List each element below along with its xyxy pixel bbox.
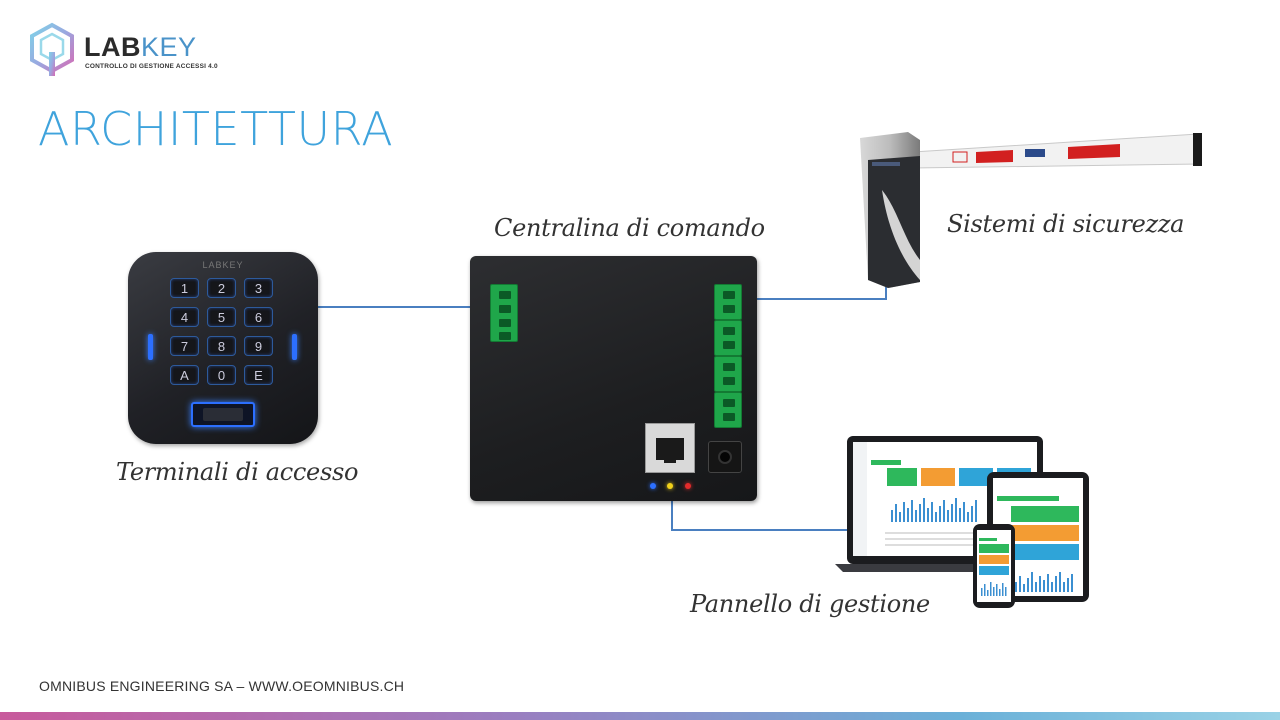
terminal-block	[490, 284, 518, 342]
caption-management: Pannello di gestione	[690, 590, 930, 618]
access-terminal-image: LABKEY 1 2 3 4 5 6 7 8 9 A 0 E	[128, 252, 318, 444]
control-unit-image	[470, 256, 757, 501]
logo-key: KEY	[141, 32, 197, 62]
power-jack	[708, 441, 742, 473]
hexagon-key-logo-icon	[30, 22, 74, 76]
key: 9	[244, 336, 273, 356]
keypad-grid: 1 2 3 4 5 6 7 8 9 A 0 E	[170, 278, 273, 385]
status-led-blue	[650, 483, 656, 489]
key: 6	[244, 307, 273, 327]
page-title: ARCHITETTURA	[38, 102, 394, 156]
key: 2	[207, 278, 236, 298]
wire-unit-to-panel	[671, 496, 848, 531]
key: 4	[170, 307, 199, 327]
wire-unit-to-barrier	[743, 283, 887, 300]
status-led-red	[685, 483, 691, 489]
caption-control-unit: Centralina di comando	[494, 214, 765, 242]
left-led-indicator	[148, 334, 153, 360]
card-reader	[191, 402, 255, 427]
terminal-block	[714, 356, 742, 392]
status-led-yellow	[667, 483, 673, 489]
bottom-gradient-bar	[0, 712, 1280, 720]
management-devices-image	[835, 436, 1089, 608]
ethernet-port	[645, 423, 695, 473]
right-led-indicator	[292, 334, 297, 360]
key: A	[170, 365, 199, 385]
labkey-logo: LABKEY CONTROLLO DI GESTIONE ACCESSI 4.0	[28, 22, 228, 82]
terminal-block	[714, 320, 742, 356]
caption-terminal: Terminali di accesso	[116, 458, 359, 486]
logo-tagline: CONTROLLO DI GESTIONE ACCESSI 4.0	[85, 63, 218, 70]
logo-lab: LAB	[84, 32, 141, 62]
key: E	[244, 365, 273, 385]
key: 7	[170, 336, 199, 356]
key: 1	[170, 278, 199, 298]
caption-security: Sistemi di sicurezza	[947, 210, 1185, 238]
terminal-brand: LABKEY	[202, 260, 244, 270]
footer-text: OMNIBUS ENGINEERING SA – WWW.OEOMNIBUS.C…	[39, 678, 405, 694]
terminal-block	[714, 392, 742, 428]
key: 5	[207, 307, 236, 327]
key: 8	[207, 336, 236, 356]
terminal-block	[714, 284, 742, 320]
key: 3	[244, 278, 273, 298]
barrier-gate-image	[860, 132, 1202, 288]
key: 0	[207, 365, 236, 385]
